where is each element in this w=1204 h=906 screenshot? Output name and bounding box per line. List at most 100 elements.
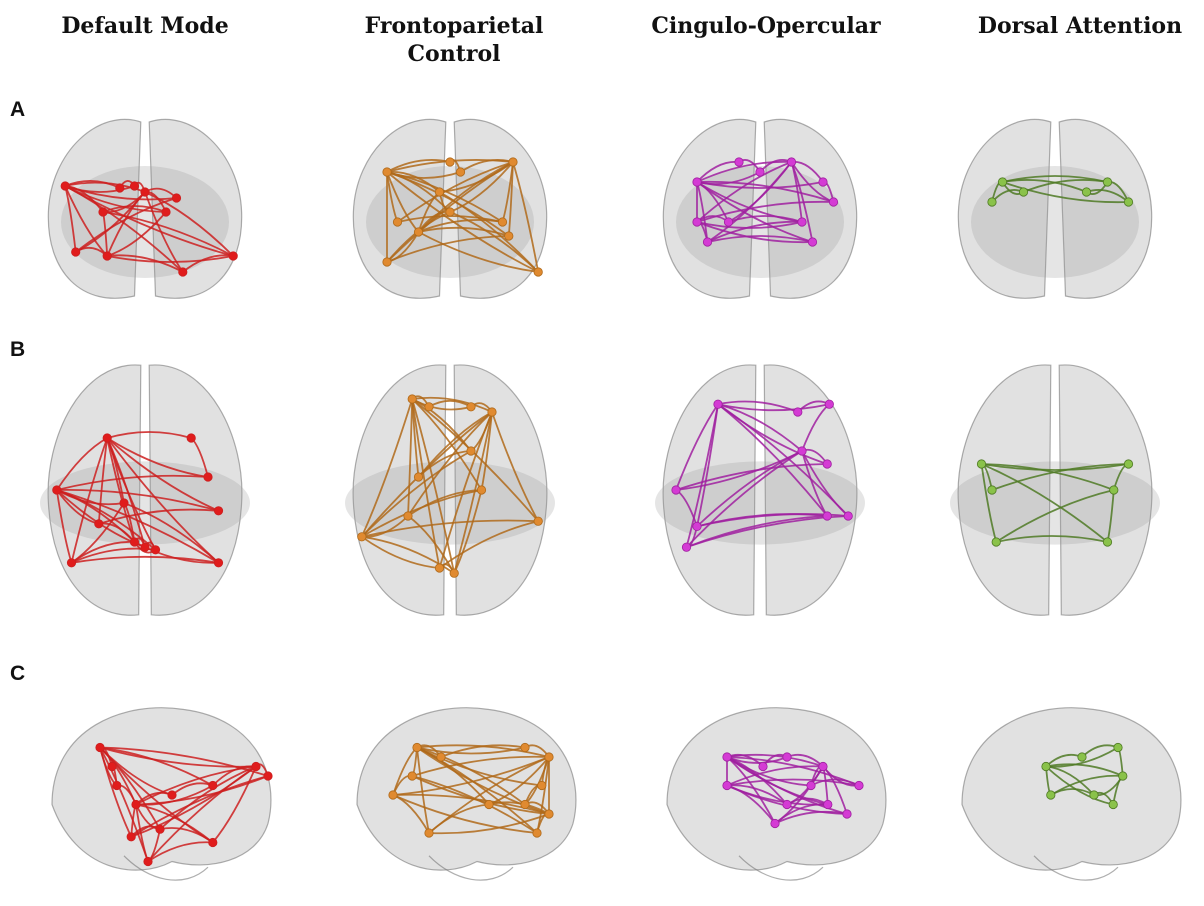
network-node <box>977 460 985 468</box>
brain-panel-c-frontoparietal <box>345 700 585 890</box>
network-node <box>1019 188 1027 196</box>
network-node <box>141 543 149 551</box>
brain-panel-a-frontoparietal <box>345 112 555 312</box>
network-node <box>682 543 690 551</box>
network-node <box>829 198 837 206</box>
network-node <box>450 569 458 577</box>
column-title-cingulo-opercular: Cingulo-Opercular <box>636 12 896 40</box>
network-node <box>825 400 833 408</box>
network-node <box>477 486 485 494</box>
network-node <box>783 753 791 761</box>
network-node <box>844 512 852 520</box>
network-node <box>61 182 69 190</box>
network-node <box>521 800 529 808</box>
network-node <box>723 781 731 789</box>
network-node <box>383 168 391 176</box>
network-node <box>545 810 553 818</box>
network-node <box>151 546 159 554</box>
row-label-c: C <box>10 662 25 686</box>
network-node <box>855 781 863 789</box>
network-node <box>538 781 546 789</box>
network-node <box>179 268 187 276</box>
row-label-a: A <box>10 98 25 122</box>
network-node <box>404 512 412 520</box>
network-node <box>144 857 152 865</box>
network-node <box>103 434 111 442</box>
brain-panel-b-default-mode <box>40 360 250 620</box>
network-node <box>488 408 496 416</box>
network-node <box>521 743 529 751</box>
network-node <box>988 486 996 494</box>
network-node <box>714 400 722 408</box>
brain-panel-a-dorsal-attention <box>950 112 1160 312</box>
network-node <box>1078 753 1086 761</box>
network-node <box>467 447 475 455</box>
network-node <box>756 168 764 176</box>
network-node <box>534 268 542 276</box>
network-node <box>735 158 743 166</box>
network-node <box>1119 772 1127 780</box>
network-node <box>1114 743 1122 751</box>
brain-panel-a-default-mode <box>40 112 250 312</box>
network-node <box>992 538 1000 546</box>
network-node <box>1103 178 1111 186</box>
network-node <box>187 434 195 442</box>
network-node <box>113 781 121 789</box>
network-node <box>214 507 222 515</box>
network-node <box>693 522 701 530</box>
network-node <box>67 559 75 567</box>
network-node <box>1124 198 1132 206</box>
column-title-dorsal-attention: Dorsal Attention <box>950 12 1204 40</box>
network-node <box>446 158 454 166</box>
network-node <box>823 460 831 468</box>
network-node <box>505 232 513 240</box>
network-node <box>1109 800 1117 808</box>
network-node <box>99 208 107 216</box>
network-node <box>545 753 553 761</box>
network-node <box>425 403 433 411</box>
network-node <box>209 838 217 846</box>
network-node <box>498 218 506 226</box>
brain-panel-c-dorsal-attention <box>950 700 1190 890</box>
network-node <box>798 218 806 226</box>
network-node <box>172 194 180 202</box>
network-node <box>819 178 827 186</box>
network-node <box>435 188 443 196</box>
network-node <box>214 559 222 567</box>
network-node <box>998 178 1006 186</box>
network-node <box>1124 460 1132 468</box>
network-node <box>485 800 493 808</box>
network-node <box>534 517 542 525</box>
column-title-frontoparietal: Frontoparietal Control <box>324 12 584 68</box>
network-node <box>162 208 170 216</box>
network-node <box>120 499 128 507</box>
network-node <box>96 743 104 751</box>
network-node <box>783 800 791 808</box>
network-node <box>103 252 111 260</box>
network-node <box>141 188 149 196</box>
network-node <box>759 762 767 770</box>
network-node <box>116 184 124 192</box>
network-node <box>672 486 680 494</box>
network-node <box>127 833 135 841</box>
network-node <box>693 218 701 226</box>
network-node <box>824 800 832 808</box>
network-node <box>95 520 103 528</box>
network-node <box>252 762 260 770</box>
brain-panel-c-cingulo-opercular <box>655 700 895 890</box>
network-node <box>823 512 831 520</box>
brain-panel-b-dorsal-attention <box>950 360 1160 620</box>
brain-panel-b-cingulo-opercular <box>655 360 865 620</box>
network-node <box>435 564 443 572</box>
network-node <box>446 208 454 216</box>
network-node <box>209 781 217 789</box>
network-node <box>807 781 815 789</box>
network-node <box>819 762 827 770</box>
network-node <box>703 238 711 246</box>
brain-panel-c-default-mode <box>40 700 280 890</box>
network-node <box>1090 791 1098 799</box>
network-node <box>383 258 391 266</box>
network-node <box>843 810 851 818</box>
network-node <box>988 198 996 206</box>
network-node <box>130 182 138 190</box>
